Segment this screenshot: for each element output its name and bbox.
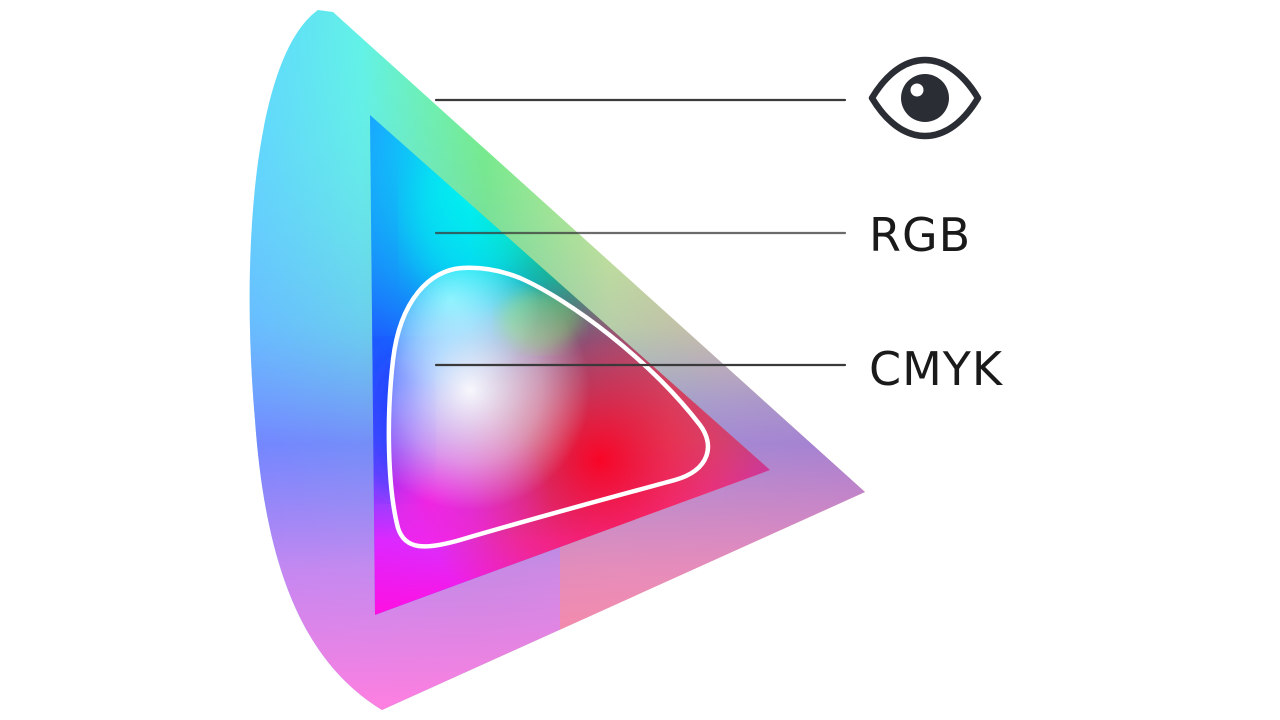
eye-icon [868, 56, 982, 140]
cmyk-gamut-outline [386, 265, 711, 549]
rgb-label: RGB [869, 208, 971, 262]
cmyk-label: CMYK [869, 342, 1004, 396]
